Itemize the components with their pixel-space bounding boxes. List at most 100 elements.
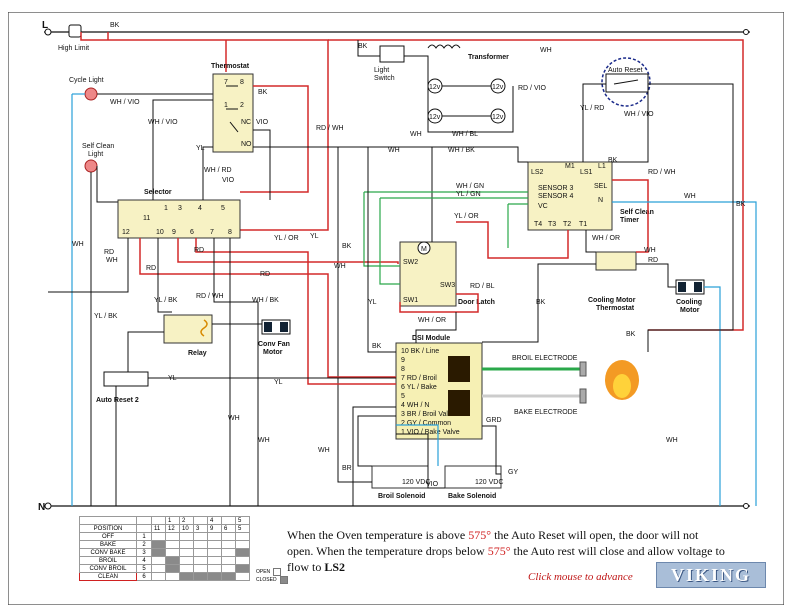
svg-text:RD / WH: RD / WH — [316, 125, 344, 132]
svg-text:WH / OR: WH / OR — [418, 317, 446, 324]
svg-text:8: 8 — [401, 366, 405, 373]
position-cell — [165, 564, 180, 573]
conv-fan-label-1: Conv Fan — [258, 341, 290, 348]
legend-closed-box — [279, 576, 288, 584]
position-number: 6 — [136, 572, 152, 581]
position-cell — [151, 572, 166, 581]
svg-text:5: 5 — [221, 205, 225, 212]
cooling-motor-thermostat-label-1: Cooling Motor — [588, 297, 636, 304]
self-clean-light-icon — [84, 159, 98, 173]
position-cell — [179, 548, 194, 557]
svg-text:8: 8 — [228, 229, 232, 236]
svg-text:N: N — [598, 197, 603, 204]
self-clean-light-label-1: Self Clean — [82, 143, 114, 150]
svg-text:WH / BL: WH / BL — [452, 131, 478, 138]
svg-text:2: 2 — [240, 102, 244, 109]
svg-text:WH: WH — [72, 241, 84, 248]
position-number: 5 — [136, 564, 152, 573]
door-latch-label: Door Latch — [458, 299, 495, 306]
position-cell — [193, 548, 208, 557]
line-terminal — [44, 28, 52, 36]
position-cell — [207, 556, 222, 565]
svg-text:WH: WH — [334, 263, 346, 270]
cooling-motor-thermostat-box — [595, 251, 637, 271]
svg-text:L1: L1 — [598, 163, 606, 170]
svg-text:RD: RD — [194, 247, 204, 254]
svg-text:WH / RD: WH / RD — [204, 167, 232, 174]
light-switch-icon — [379, 45, 405, 63]
svg-text:4 WH / N: 4 WH / N — [401, 402, 429, 409]
svg-text:RD: RD — [146, 265, 156, 272]
cooling-motor-label-2: Motor — [680, 307, 700, 314]
line-terminal-label: L — [42, 20, 48, 31]
svg-text:BK: BK — [736, 201, 746, 208]
relay-box — [163, 314, 213, 344]
cooling-motor-thermostat-label-2: Thermostat — [596, 305, 635, 312]
door-latch-motor-icon — [417, 241, 431, 255]
svg-text:WH / VIO: WH / VIO — [148, 119, 178, 126]
position-number: 3 — [136, 548, 152, 557]
thermostat-box — [212, 73, 254, 153]
svg-text:YL / RD: YL / RD — [580, 105, 604, 112]
auto-reset-2-label: Auto Reset 2 — [96, 397, 139, 404]
svg-text:RD / VIO: RD / VIO — [518, 85, 547, 92]
svg-text:WH: WH — [684, 193, 696, 200]
auto-reset-2-icon — [103, 371, 149, 387]
position-cell — [235, 572, 250, 581]
position-cell — [235, 540, 250, 549]
position-cell — [193, 564, 208, 573]
position-cell — [165, 540, 180, 549]
svg-text:YL: YL — [196, 145, 205, 152]
svg-text:WH / VIO: WH / VIO — [110, 99, 140, 106]
svg-text:12v: 12v — [429, 114, 441, 121]
svg-text:WH: WH — [644, 247, 656, 254]
svg-text:6: 6 — [190, 229, 194, 236]
svg-text:RD: RD — [104, 249, 114, 256]
position-name: BAKE — [79, 540, 137, 549]
position-cell — [151, 548, 166, 557]
svg-text:T3: T3 — [548, 221, 556, 228]
svg-text:WH: WH — [228, 415, 240, 422]
svg-text:RD: RD — [260, 271, 270, 278]
high-limit-icon — [68, 24, 82, 38]
relay-label: Relay — [188, 350, 207, 357]
position-cell — [221, 564, 236, 573]
self-clean-light-label-2: Light — [88, 151, 103, 158]
viking-logo: VIKING — [656, 562, 766, 588]
auto-reset-label: Auto Reset — [608, 67, 643, 74]
svg-text:WH: WH — [410, 131, 422, 138]
svg-text:BK: BK — [110, 22, 120, 29]
svg-text:YL / GN: YL / GN — [456, 191, 481, 198]
cycle-light-label: Cycle Light — [69, 77, 104, 84]
position-cell — [165, 572, 180, 581]
svg-text:1: 1 — [224, 102, 228, 109]
svg-text:YL / BK: YL / BK — [154, 297, 178, 304]
position-name: CONV BROIL — [79, 564, 137, 573]
table-legend: OPEN CLOSED — [256, 568, 288, 584]
position-cell — [207, 572, 222, 581]
self-clean-timer-label-2: Timer — [620, 217, 639, 224]
svg-text:T2: T2 — [563, 221, 571, 228]
svg-text:LS2: LS2 — [531, 169, 544, 176]
wiring-diagram: L N High Limit Cycle Light Self Clean Li… — [8, 12, 784, 605]
position-number: 1 — [136, 532, 152, 541]
svg-text:YL: YL — [310, 233, 319, 240]
position-cell — [165, 556, 180, 565]
position-cell — [179, 556, 194, 565]
advance-link[interactable]: Click mouse to advance — [528, 571, 633, 583]
neutral-terminal-label: N — [38, 502, 45, 513]
position-cell — [193, 556, 208, 565]
svg-text:BK: BK — [536, 299, 546, 306]
svg-text:WH: WH — [318, 447, 330, 454]
svg-text:SW2: SW2 — [403, 259, 418, 266]
svg-text:T4: T4 — [534, 221, 542, 228]
svg-text:WH: WH — [540, 47, 552, 54]
svg-text:7 RD / Broil: 7 RD / Broil — [401, 375, 437, 382]
position-cell — [151, 540, 166, 549]
svg-text:12: 12 — [122, 229, 130, 236]
svg-text:3 BR / Broil Valve: 3 BR / Broil Valve — [401, 411, 455, 418]
svg-text:VC: VC — [538, 203, 548, 210]
